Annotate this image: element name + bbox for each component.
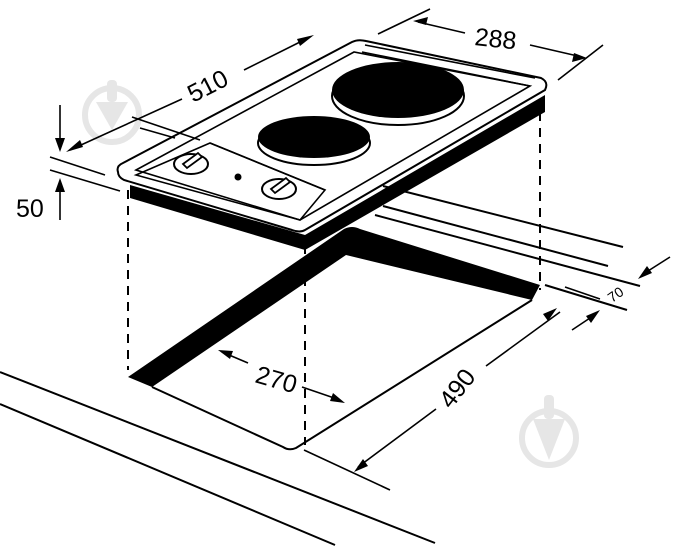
power-indicator-light — [234, 173, 242, 181]
small-hotplate — [257, 116, 371, 166]
cutout-opening — [128, 227, 540, 451]
dimension-cutout-depth: 270 — [218, 350, 345, 403]
cutout-depth-label: 270 — [252, 361, 300, 399]
large-hotplate — [331, 62, 465, 126]
extension-lines-bottom — [303, 286, 601, 491]
dimension-rear-clearance: 70 — [571, 256, 671, 331]
watermark-top-left — [82, 80, 142, 145]
dimension-hob-height: 50 — [16, 105, 65, 223]
control-knob-2 — [261, 176, 297, 200]
control-knob-1 — [173, 151, 209, 175]
dimension-cutout-width: 490 — [354, 308, 561, 472]
hob-width-label: 510 — [183, 64, 233, 108]
hob-depth-label: 288 — [473, 23, 517, 55]
dimension-hob-depth: 288 — [377, 8, 604, 81]
watermark-bottom-right — [519, 395, 579, 468]
worktop-front-edge — [0, 371, 436, 546]
rear-clearance-label: 70 — [605, 283, 627, 305]
extension-lines-left — [49, 116, 201, 192]
hob-height-label: 50 — [16, 195, 44, 223]
projection-lines — [127, 112, 541, 445]
cutout-width-label: 490 — [434, 364, 482, 414]
hob — [116, 39, 548, 250]
worktop-rear-lines — [374, 185, 641, 311]
